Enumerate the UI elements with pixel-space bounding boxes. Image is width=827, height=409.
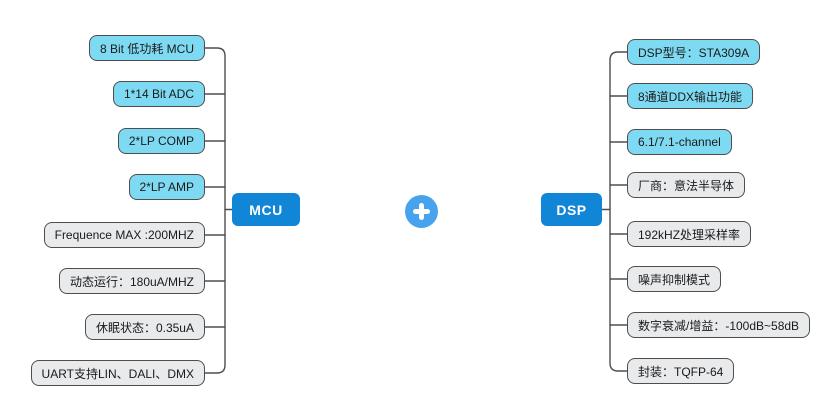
topic-frequence-max[interactable]: Frequence MAX :200MHZ (43, 222, 205, 248)
topic-sleep-current[interactable]: 休眠状态：0.35uA (84, 314, 205, 340)
topic-channel-config[interactable]: 6.1/7.1-channel (627, 129, 732, 155)
topic-dynamic-run-current[interactable]: 动态运行：180uA/MHZ (58, 268, 205, 294)
add-topic-button[interactable] (405, 195, 438, 228)
topic-2x-lp-comp[interactable]: 2*LP COMP (117, 128, 205, 154)
topic-uart-support[interactable]: UART支持LIN、DALI、DMX (30, 360, 205, 386)
topic-1x14bit-adc[interactable]: 1*14 Bit ADC (112, 81, 205, 107)
topic-vendor[interactable]: 厂商：意法半导体 (627, 172, 746, 198)
topic-dsp-model[interactable]: DSP型号：STA309A (627, 39, 761, 65)
topic-package[interactable]: 封装：TQFP-64 (627, 358, 735, 384)
topic-noise-suppression[interactable]: 噪声抑制模式 (627, 266, 722, 292)
topic-sample-rate[interactable]: 192kHZ处理采样率 (627, 221, 752, 247)
mcu-node[interactable]: MCU (232, 193, 300, 226)
topic-8bit-low-power-mcu[interactable]: 8 Bit 低功耗 MCU (88, 35, 205, 61)
topic-8ch-ddx-output[interactable]: 8通道DDX输出功能 (627, 83, 754, 109)
dsp-node[interactable]: DSP (541, 193, 602, 226)
plus-icon (405, 195, 438, 228)
topic-2x-lp-amp[interactable]: 2*LP AMP (128, 174, 205, 200)
topic-digital-gain-range[interactable]: 数字衰减/增益：-100dB~58dB (627, 312, 811, 338)
